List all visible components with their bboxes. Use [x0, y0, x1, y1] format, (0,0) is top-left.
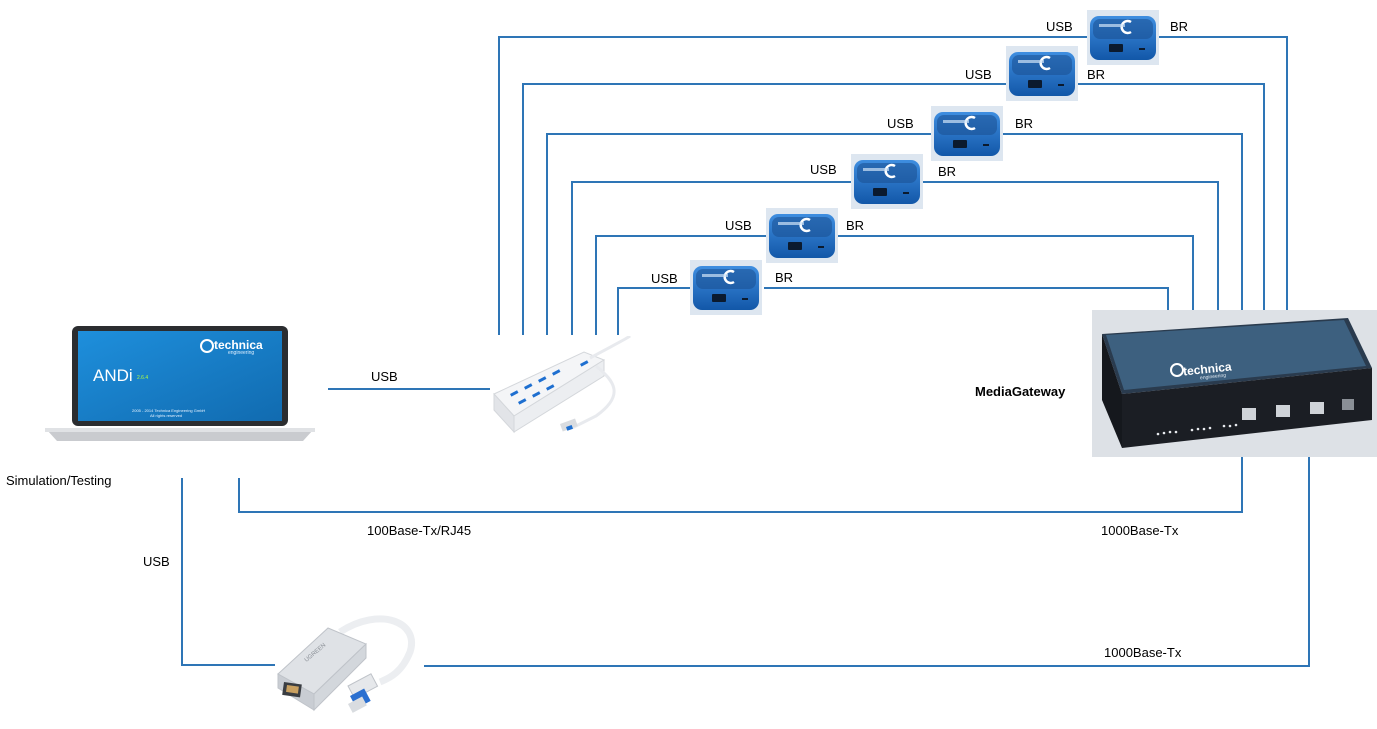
br-device-3 — [929, 104, 1005, 163]
laptop-caption: Simulation/Testing — [6, 473, 112, 488]
br-device-5-usb-label: USB — [725, 218, 752, 233]
wire-device-1 — [498, 36, 1087, 335]
br-device-6-br-label: BR — [775, 270, 794, 285]
laptop-brand: technica — [214, 338, 263, 352]
wire-laptop-adapter — [181, 478, 275, 666]
laptop — [45, 324, 320, 449]
wire-adapter-gateway — [424, 456, 1310, 667]
wire-device-4 — [571, 181, 852, 335]
wire-device-3-br — [1003, 133, 1243, 310]
wire-device-6-br — [764, 287, 1169, 310]
andi-version: 2.6.4 — [137, 375, 149, 381]
br-device-2-br-label: BR — [1087, 67, 1106, 82]
media-gateway — [1092, 310, 1377, 457]
br-device-4 — [849, 152, 925, 211]
link-label-laptop-gateway: 100Base-Tx/RJ45 — [367, 523, 472, 538]
wire-device-6 — [617, 287, 690, 335]
laptop-brand-sub: engineering — [228, 350, 255, 356]
laptop-footer-2: All rights reserved — [150, 413, 183, 418]
gateway-label: MediaGateway — [975, 384, 1066, 399]
wire-device-4-br — [923, 181, 1219, 310]
br-device-1-br-label: BR — [1170, 19, 1189, 34]
wire-device-2-br — [1077, 83, 1265, 310]
br-device-5 — [764, 206, 840, 265]
link-label-laptop-adapter: USB — [143, 554, 170, 569]
wire-device-3 — [546, 133, 932, 335]
link-label-gateway-side-1: 1000Base-Tx — [1101, 523, 1179, 538]
laptop-footer-1: 2005 - 2014 Technica Engineering GmbH — [132, 408, 206, 413]
wire-device-1-br — [1158, 36, 1288, 310]
wire-device-2 — [522, 83, 1007, 335]
br-device-1-usb-label: USB — [1046, 19, 1073, 34]
br-device-2-usb-label: USB — [965, 67, 992, 82]
br-device-6 — [688, 258, 764, 317]
link-label-adapter-gateway: 1000Base-Tx — [1104, 645, 1182, 660]
br-device-6-usb-label: USB — [651, 271, 678, 286]
wire-device-5-br — [838, 235, 1194, 310]
usb-ethernet-adapter-icon — [270, 612, 425, 722]
br-device-3-br-label: BR — [1015, 116, 1034, 131]
br-device-1 — [1085, 8, 1161, 67]
wire-laptop-gateway — [238, 456, 1243, 513]
usb-hub-icon — [492, 334, 632, 446]
link-label-laptop-hub: USB — [371, 369, 398, 384]
br-device-4-br-label: BR — [938, 164, 957, 179]
andi-title: ANDi — [93, 366, 133, 385]
br-device-4-usb-label: USB — [810, 162, 837, 177]
br-device-5-br-label: BR — [846, 218, 865, 233]
wire-device-5 — [595, 235, 767, 335]
br-device-3-usb-label: USB — [887, 116, 914, 131]
br-device-2 — [1004, 44, 1080, 103]
